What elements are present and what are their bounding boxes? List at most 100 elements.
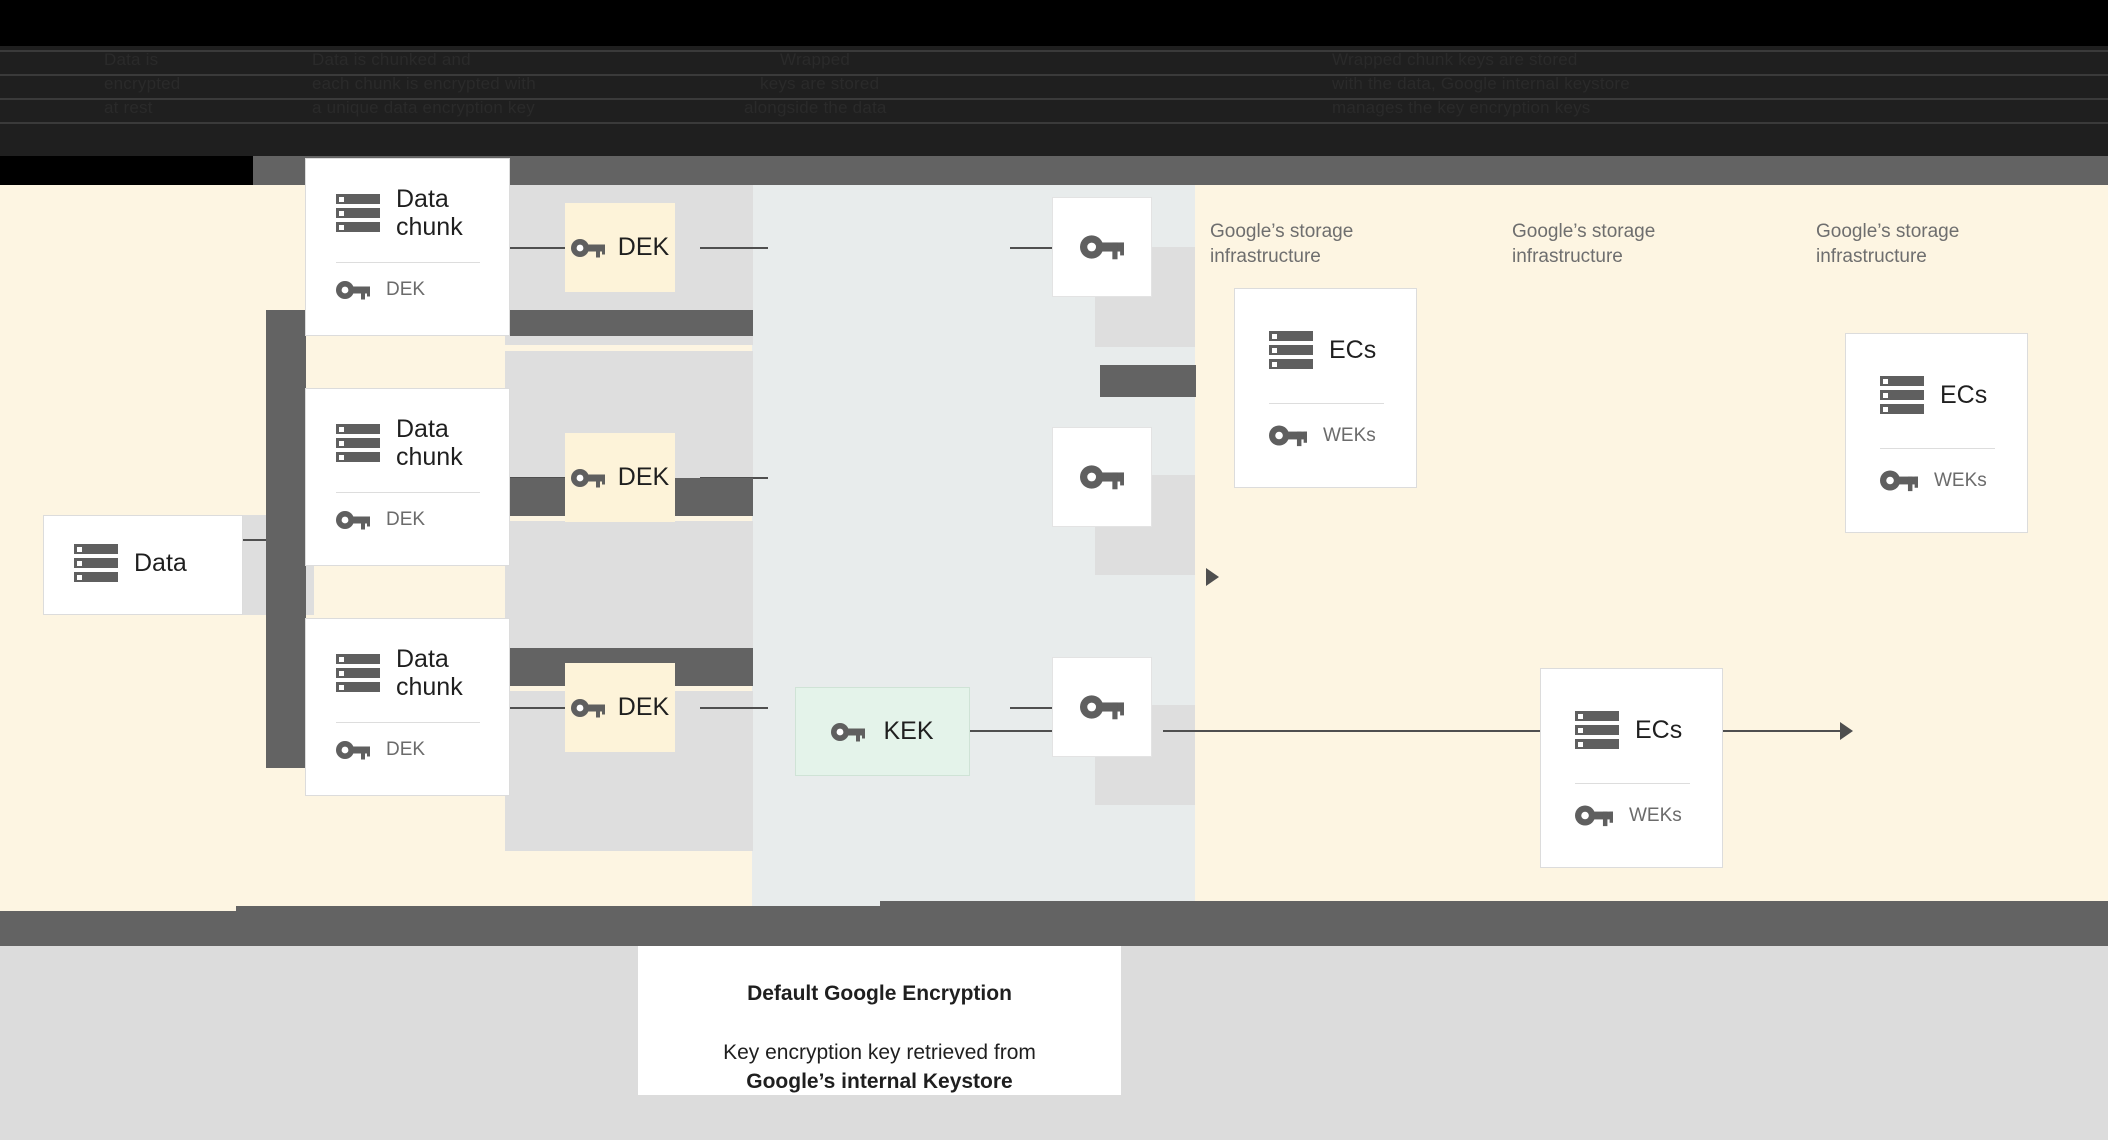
- bottom-overlay-notch: [0, 906, 236, 911]
- chunk-key-label: DEK: [386, 739, 426, 760]
- key-icon: [570, 468, 605, 488]
- chunk-key-label: DEK: [386, 279, 426, 300]
- ecs-key-row: WEKs: [1880, 469, 1987, 492]
- key-icon: [1080, 234, 1124, 260]
- ecs-title: ECs: [1329, 336, 1377, 364]
- ecs-key-row: WEKs: [1575, 804, 1682, 827]
- data-node-label: Data: [134, 549, 187, 577]
- overlay-bar-bottom-edge: [880, 901, 2108, 906]
- dek-box-label: DEK: [617, 693, 670, 721]
- ecs-card-1[interactable]: ECs WEKs: [1234, 288, 1417, 488]
- chunk-key-row: DEK: [336, 509, 425, 531]
- key-icon: [1269, 424, 1307, 447]
- header-text-fragment: Wrapped: [780, 50, 851, 69]
- dek-box-3[interactable]: DEK: [565, 663, 675, 752]
- ecs-key-label: WEKs: [1629, 804, 1682, 826]
- caption-body-line2: Google’s internal Keystore: [746, 1070, 1013, 1093]
- chunk-key-label: DEK: [386, 509, 426, 530]
- server-stack-icon: [336, 654, 380, 692]
- storage-label-2: Google’s storage infrastructure: [1512, 221, 1656, 267]
- header-text-fragment: keys are stored: [760, 74, 880, 93]
- header-text-fragment: at rest: [104, 98, 153, 117]
- chunk-key-row: DEK: [336, 279, 425, 301]
- key-icon: [1575, 804, 1613, 827]
- dek-box-1[interactable]: DEK: [565, 203, 675, 292]
- header-rule: [0, 74, 2108, 76]
- connector-kek-to-wrapped-key-2: [970, 730, 1095, 732]
- connector-to-ecs-right: [1163, 730, 1851, 732]
- bottom-overlay-bar: [0, 906, 2108, 946]
- header-rule: [0, 98, 2108, 100]
- header-text-fragment: manages the key encryption keys: [1332, 98, 1591, 117]
- key-icon: [570, 698, 605, 718]
- chunk-key-row: DEK: [336, 739, 425, 761]
- key-icon: [1880, 469, 1918, 492]
- caption-title: Default Google Encryption: [747, 982, 1012, 1005]
- card-divider: [336, 722, 480, 723]
- key-icon: [1080, 464, 1124, 490]
- header-text-fragment: with the data, Google internal keystore: [1332, 74, 1630, 93]
- server-stack-icon: [336, 194, 380, 232]
- wrapped-key-tile-1[interactable]: [1052, 197, 1152, 297]
- wrapped-key-tile-3[interactable]: [1052, 657, 1152, 757]
- header-dark-body: [0, 46, 2108, 156]
- storage-label-1: Google’s storage infrastructure: [1210, 221, 1354, 267]
- card-divider: [336, 492, 480, 493]
- server-stack-icon: [1269, 331, 1313, 369]
- header-text-fragment: a unique data encryption key: [312, 98, 535, 117]
- arrow-head-ecs-right: [1840, 722, 1853, 740]
- caption-card: Default Google Encryption Key encryption…: [638, 946, 1121, 1095]
- header-rule: [0, 50, 2108, 52]
- connector-dek3-out: [700, 707, 768, 709]
- bottom-strip: Default Google Encryption Key encryption…: [0, 906, 2108, 1140]
- kek-box[interactable]: KEK: [795, 687, 970, 776]
- chunk-row-shadow-2: [505, 521, 753, 663]
- caption-body-line1: Key encryption key retrieved from: [723, 1041, 1036, 1064]
- data-node-card[interactable]: Data: [43, 515, 243, 615]
- overlay-bar-wrapped-key: [1100, 365, 1196, 397]
- server-stack-icon: [1880, 376, 1924, 414]
- overlay-bar-vertical: [266, 310, 306, 768]
- key-icon: [336, 740, 370, 760]
- key-icon: [570, 238, 605, 258]
- dek-box-2[interactable]: DEK: [565, 433, 675, 522]
- header-seam: [253, 156, 2108, 185]
- arrow-head-ecs-upper: [1206, 568, 1219, 586]
- header-text-fragment: alongside the data: [744, 98, 887, 117]
- caption-body: Key encryption key retrieved from Google…: [638, 1038, 1121, 1096]
- ecs-card-3[interactable]: ECs WEKs: [1540, 668, 1723, 868]
- ecs-key-label: WEKs: [1934, 469, 1987, 491]
- wrapped-key-tile-2[interactable]: [1052, 427, 1152, 527]
- header-top-black-band: [0, 0, 2108, 46]
- connector-dek1-out: [700, 247, 768, 249]
- ecs-card-2[interactable]: ECs WEKs: [1845, 333, 2028, 533]
- header-text-fragment: Data is: [104, 50, 159, 69]
- key-icon: [336, 280, 370, 300]
- ecs-key-row: WEKs: [1269, 424, 1376, 447]
- ecs-title: ECs: [1940, 381, 1988, 409]
- ecs-title: ECs: [1635, 716, 1683, 744]
- card-divider: [1575, 783, 1690, 784]
- dek-box-label: DEK: [617, 233, 670, 261]
- key-icon: [831, 722, 866, 742]
- card-divider: [1880, 448, 1995, 449]
- key-icon: [1080, 694, 1124, 720]
- header-text-fragment: each chunk is encrypted with: [312, 74, 536, 93]
- card-divider: [1269, 403, 1384, 404]
- key-icon: [336, 510, 370, 530]
- storage-label-3: Google’s storage infrastructure: [1816, 221, 1960, 267]
- dek-box-label: DEK: [617, 463, 670, 491]
- connector-chunk3-to-dek3: [505, 707, 565, 709]
- header-text-fragment: Data is chunked and: [312, 50, 471, 69]
- server-stack-icon: [336, 424, 380, 462]
- ecs-title-row: ECs: [1575, 711, 1682, 749]
